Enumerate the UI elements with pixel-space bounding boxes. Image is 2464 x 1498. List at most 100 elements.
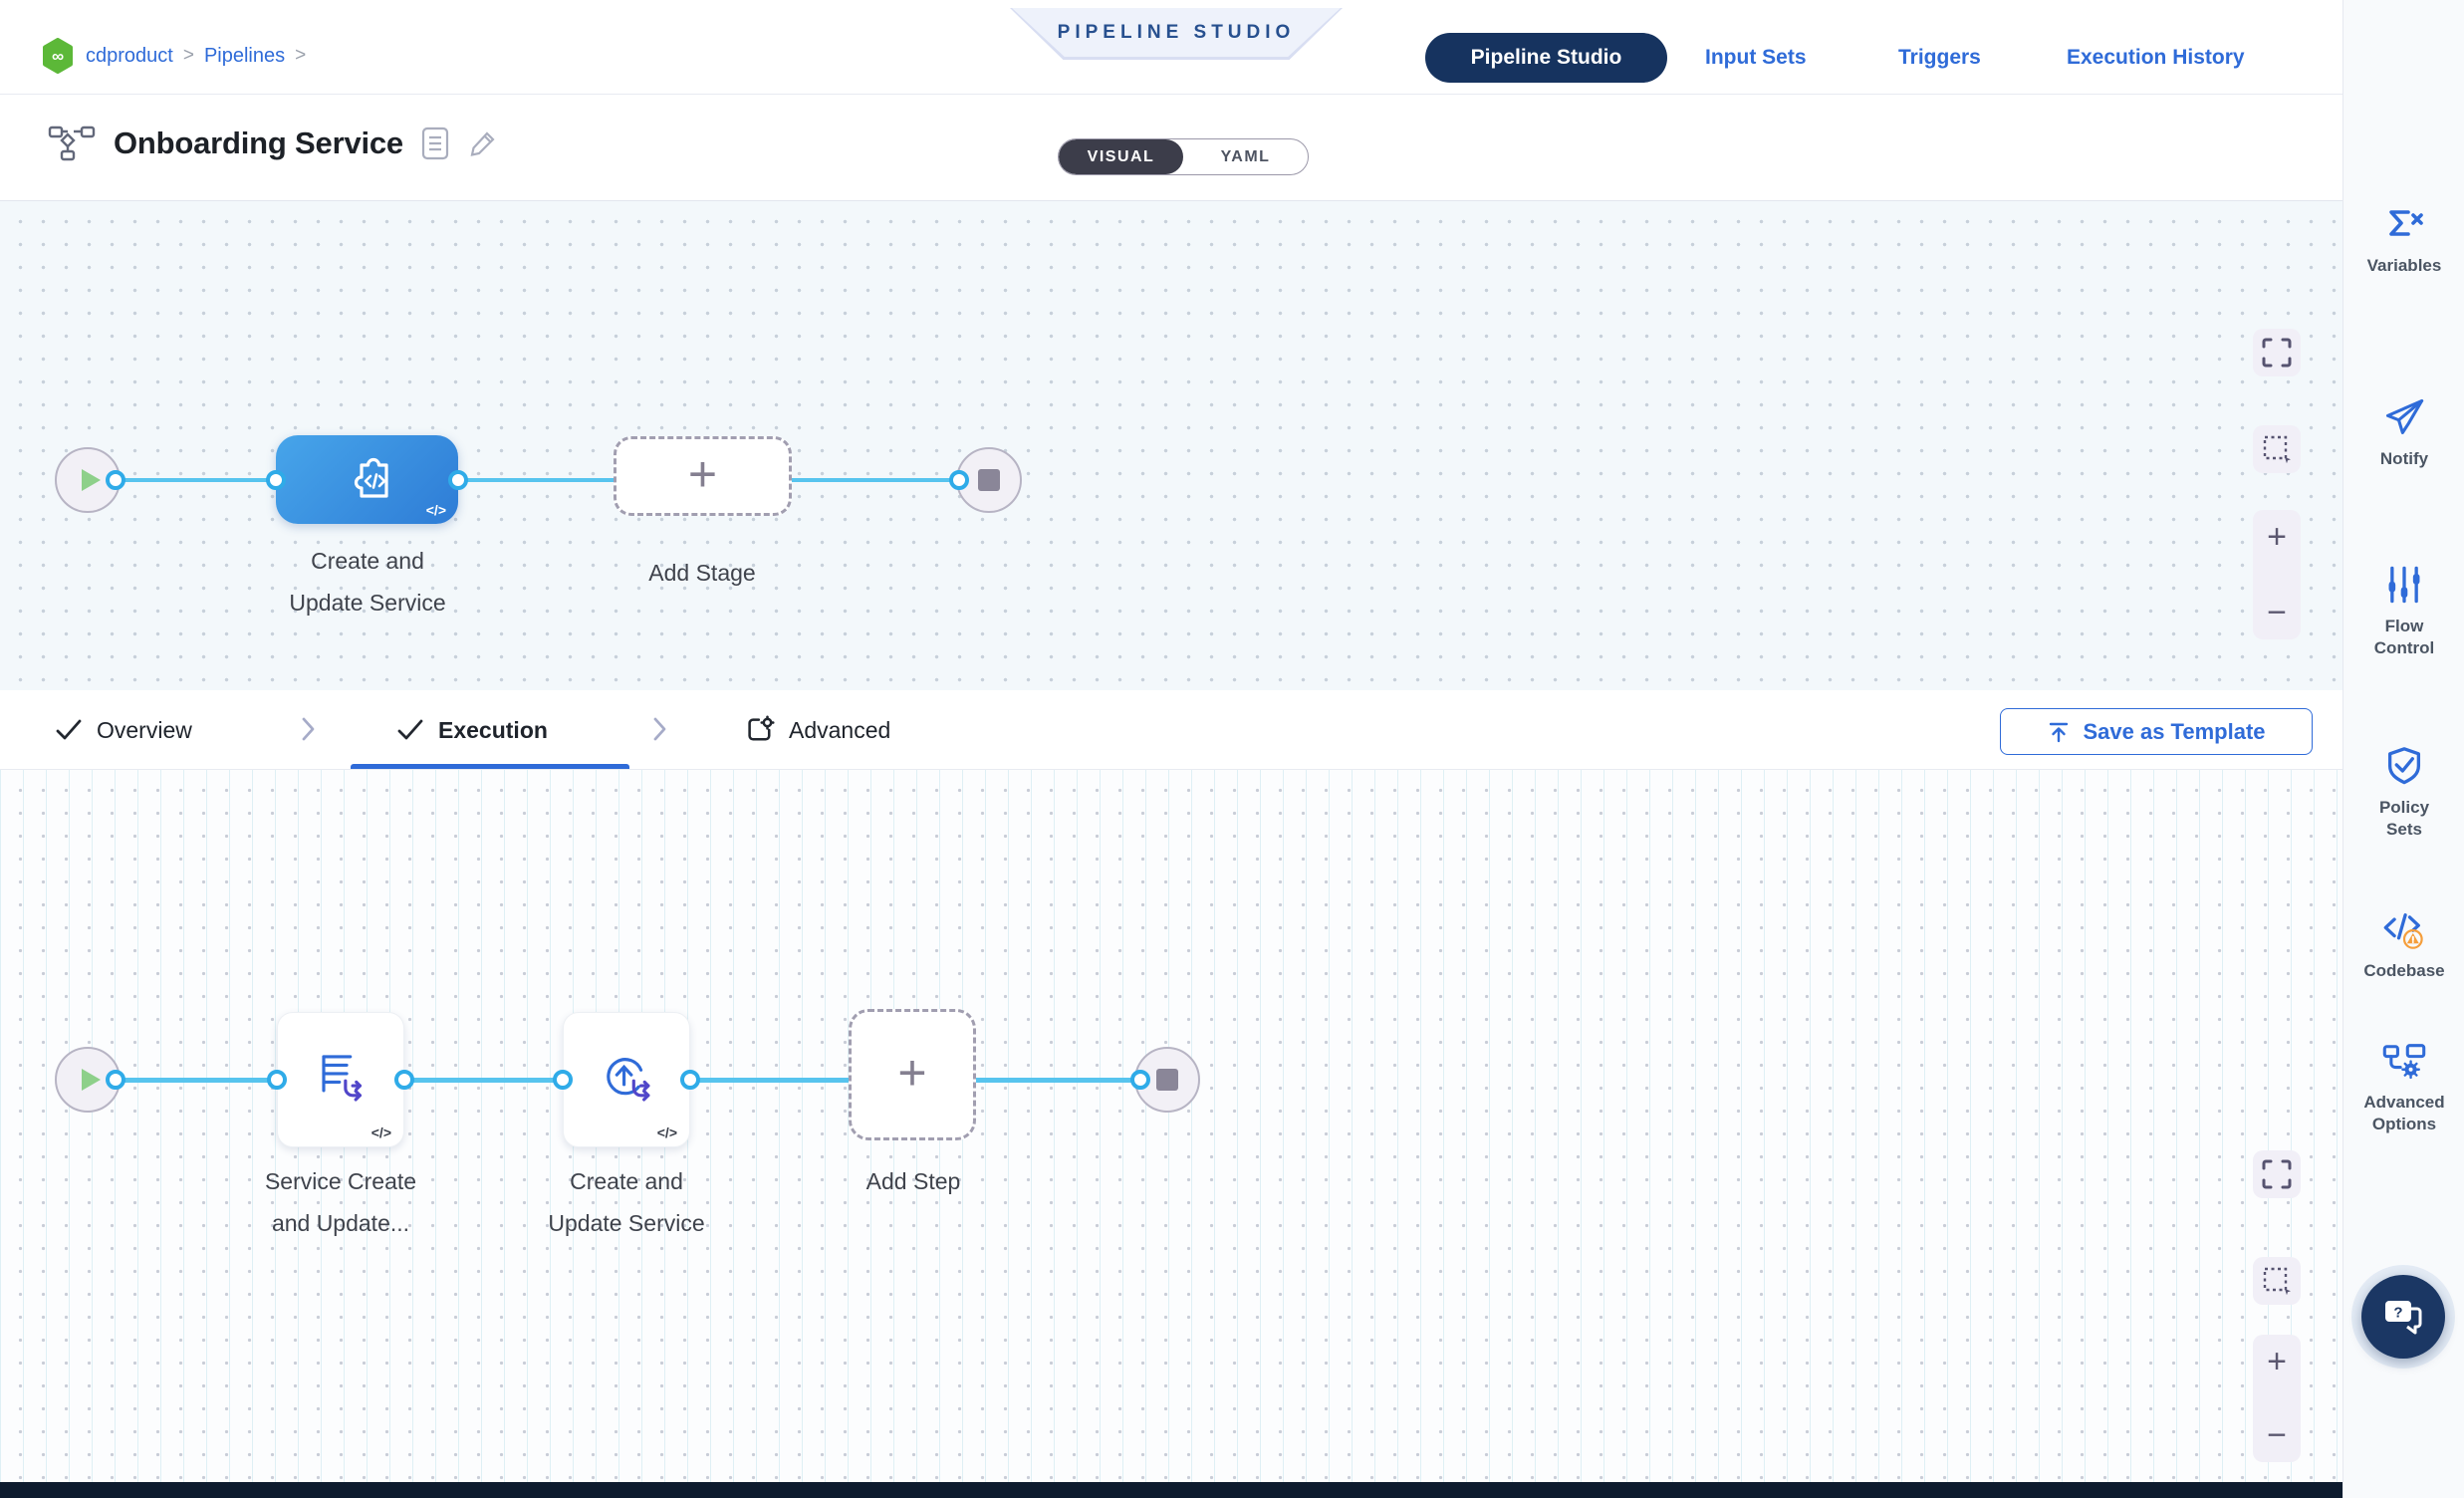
edit-pencil-icon[interactable] (467, 127, 499, 159)
sidebar-item-policy-sets[interactable]: Policy Sets (2343, 745, 2464, 841)
visual-yaml-toggle: VISUAL YAML (1058, 138, 1309, 175)
toggle-visual[interactable]: VISUAL (1059, 139, 1183, 174)
save-as-template-label: Save as Template (2083, 718, 2266, 744)
save-as-template-button[interactable]: Save as Template (2000, 708, 2313, 755)
connector-wire (116, 478, 277, 482)
add-stage-button[interactable]: + (614, 436, 792, 516)
check-icon (397, 719, 423, 740)
tab-advanced-label: Advanced (789, 716, 891, 743)
connector-wire (116, 1078, 279, 1083)
stop-square-icon (1156, 1069, 1178, 1091)
plus-icon: + (687, 446, 718, 502)
breadcrumb: ∞ cdproduct > Pipelines > (40, 38, 306, 74)
step2-label: Create and Update Service (548, 1168, 705, 1236)
chevron-right-icon (302, 717, 315, 741)
advanced-settings-icon (748, 715, 775, 741)
execution-end-node[interactable] (1134, 1047, 1200, 1113)
connector-port[interactable] (266, 470, 286, 490)
connector-port[interactable] (448, 470, 468, 490)
execution-step-canvas[interactable]: </> Service Create and Update... (0, 770, 2464, 1482)
tab-execution[interactable]: Execution (396, 710, 548, 750)
step-code-badge[interactable]: </> (370, 1124, 391, 1140)
connector-port[interactable] (949, 470, 969, 490)
connector-wire (458, 478, 616, 482)
marquee-select-button[interactable] (2253, 1257, 2301, 1305)
fit-screen-icon (2262, 1159, 2292, 1189)
readme-icon[interactable] (421, 126, 449, 160)
svg-text:∞: ∞ (52, 47, 64, 66)
step-code-badge[interactable]: </> (656, 1124, 677, 1140)
svg-text:?: ? (2393, 1305, 2402, 1322)
pipeline-toolbar: Onboarding Service VISUAL YAML Save Disc… (0, 95, 2464, 271)
sidebar-item-variables[interactable]: Variables (2343, 205, 2464, 277)
connector-wire (690, 1078, 851, 1083)
right-sidebar: Variables Notify Flow Control Polic (2342, 0, 2464, 1498)
stage-canvas[interactable]: </> Create and Update Service + Add Stag… (0, 201, 2464, 690)
stage-code-badge[interactable]: </> (425, 502, 446, 518)
flowchart-gear-icon (2382, 1044, 2426, 1080)
step-node-create-update-service[interactable]: </> (563, 1012, 690, 1147)
stage-label: Create and Update Service (289, 548, 446, 616)
connector-port[interactable] (106, 1070, 125, 1090)
tab-overview[interactable]: Overview (55, 710, 192, 750)
upload-icon (2050, 722, 2069, 742)
banner-label: PIPELINE STUDIO (1057, 21, 1296, 43)
connector-wire (790, 478, 961, 482)
connector-port[interactable] (267, 1070, 287, 1090)
marquee-icon (2263, 1267, 2291, 1296)
chevron-right-icon (653, 717, 666, 741)
stage-node-create-update-service[interactable]: </> (276, 435, 458, 524)
zoom-controls: + − (2253, 510, 2301, 639)
breadcrumb-project[interactable]: cdproduct (86, 44, 173, 67)
stop-square-icon (978, 469, 1000, 491)
sidebar-item-advanced-options[interactable]: Advanced Options (2343, 1040, 2464, 1135)
fit-screen-icon (2262, 338, 2292, 368)
sidebar-item-flow-control[interactable]: Flow Control (2343, 564, 2464, 659)
toggle-yaml[interactable]: YAML (1220, 147, 1271, 165)
plus-icon: + (897, 1045, 927, 1101)
marquee-icon (2263, 435, 2291, 464)
tab-triggers[interactable]: Triggers (1898, 46, 1981, 69)
connector-port[interactable] (106, 470, 125, 490)
breadcrumb-pipelines[interactable]: Pipelines (203, 44, 286, 67)
start-play-icon (81, 1069, 101, 1091)
add-stage-label: Add Stage (648, 560, 756, 586)
custom-stage-icon (354, 457, 388, 498)
sidebar-item-codebase[interactable]: Codebase (2343, 908, 2464, 982)
tab-input-sets[interactable]: Input Sets (1705, 46, 1807, 69)
zoom-controls: + − (2253, 1335, 2301, 1462)
zoom-in-button[interactable]: + (2267, 1343, 2287, 1380)
connector-port[interactable] (553, 1070, 573, 1090)
tab-advanced[interactable]: Advanced (745, 710, 890, 750)
paper-plane-icon (2385, 398, 2424, 434)
connector-port[interactable] (394, 1070, 414, 1090)
stage-config-tabbar: Overview Execution Advanced (0, 690, 2464, 770)
breadcrumb-separator: > (295, 45, 307, 66)
pipeline-studio-banner: PIPELINE STUDIO (1010, 8, 1343, 60)
tab-overview-label: Overview (97, 716, 192, 743)
zoom-in-button[interactable]: + (2267, 518, 2287, 556)
bottom-console-bar (0, 1482, 2342, 1498)
add-step-label: Add Step (865, 1168, 961, 1194)
tab-pipeline-studio[interactable]: Pipeline Studio (1425, 33, 1667, 83)
connector-wire (404, 1078, 565, 1083)
add-step-button[interactable]: + (849, 1009, 976, 1140)
fit-to-screen-button[interactable] (2253, 1150, 2301, 1198)
zoom-out-button[interactable]: − (2267, 594, 2287, 631)
tab-execution-history[interactable]: Execution History (2067, 46, 2245, 69)
marquee-select-button[interactable] (2253, 425, 2301, 473)
active-tab-underline (351, 764, 629, 769)
help-chat-button[interactable]: ? (2361, 1275, 2445, 1359)
sidebar-label: Variables (2366, 256, 2442, 275)
connector-port[interactable] (1130, 1070, 1150, 1090)
zoom-out-button[interactable]: − (2267, 1416, 2287, 1454)
sidebar-label: Flow Control (2373, 617, 2435, 657)
fit-to-screen-button[interactable] (2253, 329, 2301, 376)
tab-execution-label: Execution (438, 716, 548, 743)
sidebar-item-notify[interactable]: Notify (2343, 396, 2464, 470)
step-node-service-create-update[interactable]: </> (277, 1012, 404, 1147)
shield-check-icon (2387, 747, 2421, 785)
connector-port[interactable] (680, 1070, 700, 1090)
service-manifest-step-icon (322, 1055, 363, 1102)
sidebar-label: Notify (2379, 449, 2429, 468)
